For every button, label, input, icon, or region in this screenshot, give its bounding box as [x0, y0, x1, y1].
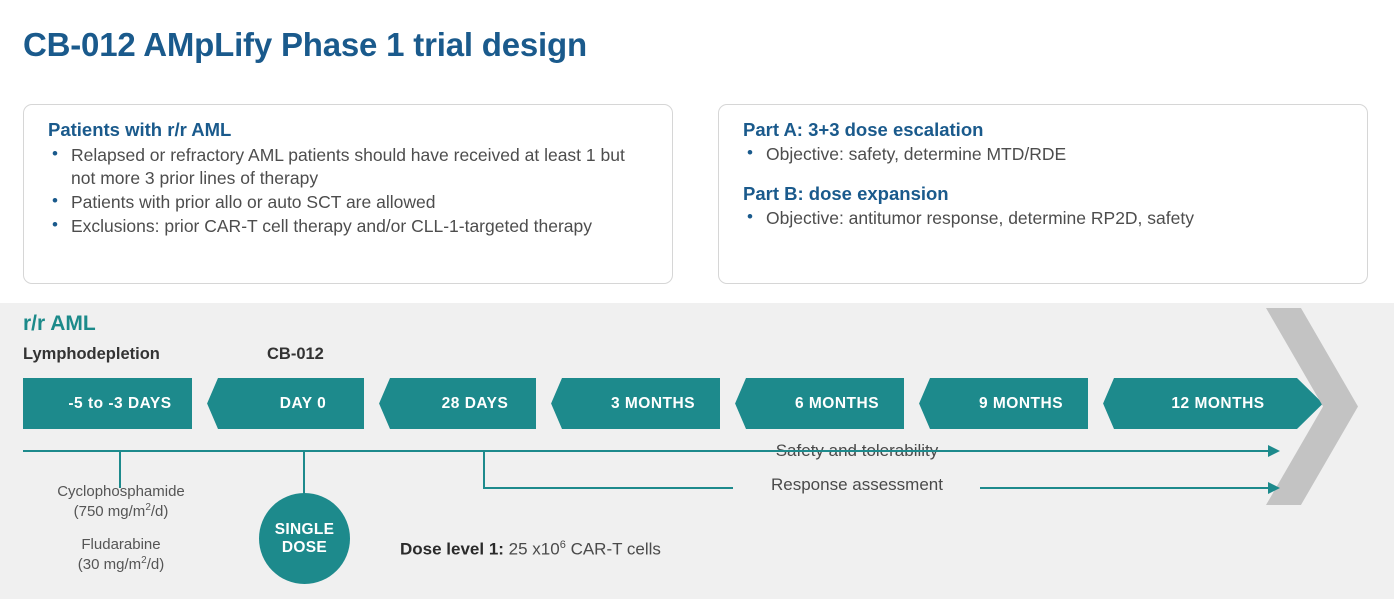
- drug-dose: (750 mg/m2/d): [73, 501, 169, 520]
- arrowhead-response: [1268, 482, 1280, 494]
- card-patients-heading: Patients with r/r AML: [48, 119, 232, 140]
- timeline-segment-5[interactable]: 9 MONTHS: [929, 378, 1114, 429]
- timeline-segment-3[interactable]: 3 MONTHS: [561, 378, 746, 429]
- single-dose-line1: SINGLE: [274, 521, 335, 539]
- timeline-segment-label: 9 MONTHS: [978, 394, 1064, 412]
- drug-name: Cyclophosphamide: [57, 483, 185, 500]
- list-item: Objective: safety, determine MTD/RDE: [743, 142, 1345, 166]
- timeline-segment-6[interactable]: 12 MONTHS: [1113, 378, 1323, 429]
- timeline-segment-0[interactable]: -5 to -3 DAYS: [23, 378, 218, 429]
- drug-dose: (30 mg/m2/d): [77, 554, 165, 573]
- part-b-bullet-list: Objective: antitumor response, determine…: [743, 206, 1345, 230]
- timeline-segment-label: 6 MONTHS: [794, 394, 880, 412]
- list-item: Relapsed or refractory AML patients shou…: [48, 143, 650, 190]
- caption-cb012: CB-012: [267, 345, 324, 363]
- timeline-segment-label: 12 MONTHS: [1171, 394, 1265, 412]
- timeline-segment-label: DAY 0: [279, 394, 327, 412]
- part-a-heading: Part A: 3+3 dose escalation: [743, 119, 984, 140]
- list-item: Objective: antitumor response, determine…: [743, 206, 1345, 230]
- dose-level-label: Dose level 1:: [400, 539, 504, 559]
- card-study-parts: Part A: 3+3 dose escalation Objective: s…: [718, 104, 1368, 284]
- assessment-label-response: Response assessment: [771, 475, 943, 494]
- drug-label-cyclophosphamide: Cyclophosphamide (750 mg/m2/d): [41, 483, 201, 522]
- part-a-bullet-list: Objective: safety, determine MTD/RDE: [743, 142, 1345, 166]
- connector-lines: [23, 445, 1280, 503]
- population-label: r/r AML: [23, 312, 96, 335]
- caption-lymphodepletion: Lymphodepletion: [23, 345, 160, 363]
- list-item: Exclusions: prior CAR-T cell therapy and…: [48, 214, 650, 238]
- dose-level-text: Dose level 1: 25 x106 CAR-T cells: [400, 539, 661, 559]
- timeline-segment-4[interactable]: 6 MONTHS: [745, 378, 930, 429]
- drug-name: Fludarabine: [81, 536, 161, 553]
- timeline-band: r/r AML Lymphodepletion CB-012 -5 to -3 …: [0, 303, 1394, 599]
- card-patients: Patients with r/r AML Relapsed or refrac…: [23, 104, 673, 284]
- timeline-segment-label: 28 DAYS: [441, 394, 509, 412]
- connector-response-branch: [483, 451, 733, 489]
- drug-label-fludarabine: Fludarabine (30 mg/m2/d): [41, 536, 201, 575]
- card-patients-bullet-list: Relapsed or refractory AML patients shou…: [48, 143, 650, 238]
- list-item: Patients with prior allo or auto SCT are…: [48, 190, 650, 214]
- single-dose-badge: SINGLE DOSE: [259, 493, 350, 584]
- arrowhead-safety: [1268, 445, 1280, 457]
- part-b-block: Part B: dose expansion Objective: antitu…: [743, 183, 1345, 230]
- single-dose-line2: DOSE: [281, 538, 328, 556]
- timeline-segment-label: 3 MONTHS: [610, 394, 696, 412]
- part-a-block: Part A: 3+3 dose escalation Objective: s…: [743, 119, 1345, 166]
- timeline-chevron-bar: -5 to -3 DAYS DAY 0 28 DAYS 3 MONTHS 6 MONTH…: [23, 378, 1323, 429]
- timeline-segment-2[interactable]: 28 DAYS: [389, 378, 562, 429]
- dose-level-value: 25 x10: [503, 539, 560, 559]
- page-title: CB-012 AMpLify Phase 1 trial design: [23, 26, 587, 63]
- timeline-segment-1[interactable]: DAY 0: [217, 378, 390, 429]
- part-b-heading: Part B: dose expansion: [743, 183, 949, 205]
- timeline-segment-label: -5 to -3 DAYS: [68, 394, 172, 412]
